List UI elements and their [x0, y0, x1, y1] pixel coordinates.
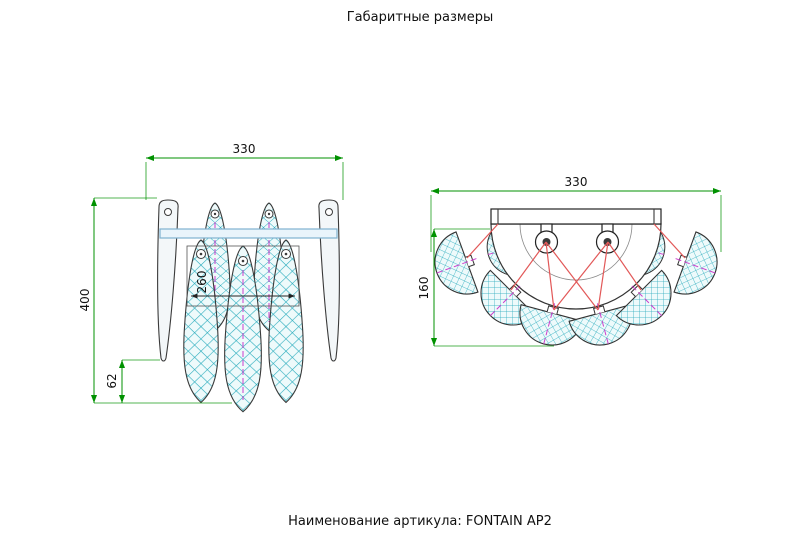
- mounting-bar: [159, 228, 338, 239]
- dim-front-width: 330: [145, 142, 344, 200]
- dim-label-front-height: 400: [78, 289, 92, 312]
- blade-hole: [164, 208, 172, 216]
- dim-label-260: 260: [195, 271, 209, 294]
- fan-petal-outer-right: [664, 227, 729, 305]
- dim-label-front-offset: 62: [105, 373, 119, 388]
- side-crystal-blade-left: [157, 199, 179, 362]
- inner-arc: [519, 223, 633, 281]
- dim-front-offset: 62: [105, 359, 160, 403]
- suspension-wires: [466, 223, 686, 311]
- side-crystal-blade-right: [318, 199, 340, 362]
- blade-hole: [325, 208, 333, 216]
- drop-hole-dot: [213, 212, 217, 216]
- drop-hole-dot: [284, 252, 288, 256]
- dim-label-front-width: 330: [233, 142, 256, 156]
- dim-label-top-depth: 160: [417, 277, 431, 300]
- page-title: Габаритные размеры: [346, 10, 494, 25]
- front-view: 260 330 400 62: [78, 142, 344, 413]
- drop-hole-dot: [241, 259, 245, 263]
- article-name-label: Наименование артикула: FONTAIN AP2: [288, 514, 552, 529]
- backplate-outline: [186, 245, 300, 307]
- drop-hole-dot: [199, 252, 203, 256]
- dim-top-depth: 160: [417, 228, 554, 347]
- top-view: 330 160: [417, 175, 729, 355]
- dim-label-top-width: 330: [565, 175, 588, 189]
- mounting-plate: [490, 208, 662, 225]
- dim-front-height: 400: [78, 197, 232, 404]
- drop-hole-dot: [267, 212, 271, 216]
- dim-backplate-width: 260: [191, 271, 295, 299]
